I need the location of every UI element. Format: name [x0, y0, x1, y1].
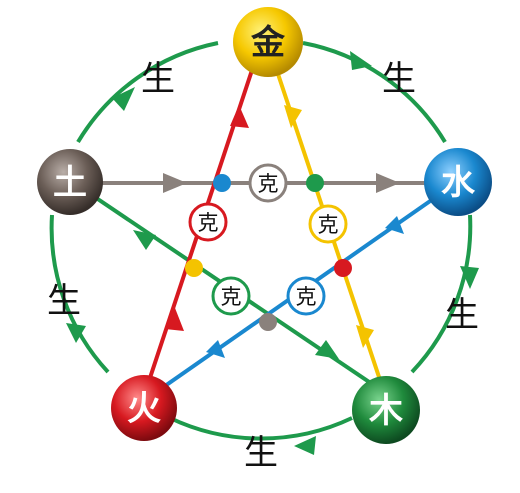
arrowhead-gen-4: [66, 323, 86, 343]
node-water: 水: [424, 148, 492, 216]
svg-text:克: 克: [221, 285, 242, 309]
dot-red: [334, 259, 352, 277]
svg-text:克: 克: [318, 213, 339, 237]
gen-label-top-left: 生: [141, 59, 175, 99]
arrowhead-earth-water-2: [376, 173, 400, 193]
arrowhead-water-fire-2: [206, 340, 225, 358]
ke-badge-bottom-left: 克: [211, 276, 251, 316]
arrowhead-metal-wood-1: [284, 105, 302, 128]
arrowhead-fire-metal-1: [165, 308, 184, 331]
arc-metal-to-water: [302, 41, 447, 144]
arrowhead-wood-earth-2: [133, 230, 156, 250]
svg-text:克: 克: [258, 172, 279, 196]
intersection-dots: [185, 174, 352, 331]
svg-text:火: 火: [127, 389, 161, 429]
controlling-arrowheads: [133, 105, 404, 359]
node-wood: 木: [352, 376, 420, 444]
ke-badge-right: 克: [308, 204, 348, 244]
svg-text:木: 木: [368, 391, 403, 431]
gen-label-left: 生: [47, 281, 81, 321]
arrowhead-metal-wood-2: [356, 325, 374, 348]
svg-text:金: 金: [250, 23, 286, 63]
node-metal: 金: [233, 7, 303, 77]
dot-gray: [259, 313, 277, 331]
gen-label-bottom: 生: [244, 433, 278, 473]
ke-badge-bottom-right: 克: [286, 276, 326, 316]
gen-label-right: 生: [445, 295, 479, 335]
gen-labels: 生 生 生 生 生: [47, 59, 479, 473]
arrowhead-water-fire-1: [385, 216, 404, 234]
dot-blue: [213, 174, 231, 192]
generating-cycle: [49, 41, 473, 441]
arrowhead-earth-water-1: [163, 173, 187, 193]
svg-text:土: 土: [53, 163, 87, 203]
generating-arrowheads: [66, 51, 479, 455]
svg-text:克: 克: [296, 285, 317, 309]
node-fire: 火: [111, 375, 177, 441]
dot-green: [306, 174, 324, 192]
arc-water-to-wood: [410, 214, 473, 374]
arrowhead-gen-3: [294, 436, 316, 455]
arc-fire-to-earth: [49, 214, 110, 374]
arc-earth-to-metal: [76, 41, 219, 144]
gen-label-top-right: 生: [382, 59, 416, 99]
ke-badge-left: 克: [188, 202, 228, 242]
arrowhead-gen-1: [350, 51, 372, 70]
ke-badges: 克 克 克 克 克: [188, 163, 348, 316]
arrowhead-gen-5: [112, 87, 135, 111]
svg-text:克: 克: [198, 211, 219, 235]
arrowhead-fire-metal-2: [230, 105, 249, 128]
svg-text:水: 水: [441, 163, 476, 203]
arc-wood-to-fire: [169, 416, 353, 441]
dot-yellow: [185, 259, 203, 277]
arrowhead-gen-2: [460, 266, 479, 289]
node-earth: 土: [37, 149, 103, 215]
ke-badge-top: 克: [248, 163, 288, 203]
arrowhead-wood-earth-1: [315, 340, 339, 359]
